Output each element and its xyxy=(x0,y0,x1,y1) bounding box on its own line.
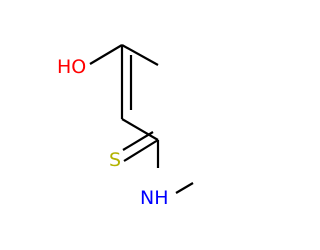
molecule-structure: HO S NH xyxy=(57,44,194,209)
bond-methyl-c3 xyxy=(121,44,159,66)
bonds xyxy=(89,44,194,194)
bond-nitrogen-methyl xyxy=(175,182,194,194)
amine-label: NH xyxy=(140,187,169,209)
bond-c2-c1 xyxy=(121,118,159,141)
sulfur-label: S xyxy=(109,149,121,171)
bond-c1-sulfur-second xyxy=(122,131,154,151)
bond-c1-sulfur xyxy=(123,139,159,162)
atom-labels: HO S NH xyxy=(57,56,169,209)
bond-c3-oxygen xyxy=(89,44,123,65)
hydroxyl-label: HO xyxy=(57,56,86,78)
